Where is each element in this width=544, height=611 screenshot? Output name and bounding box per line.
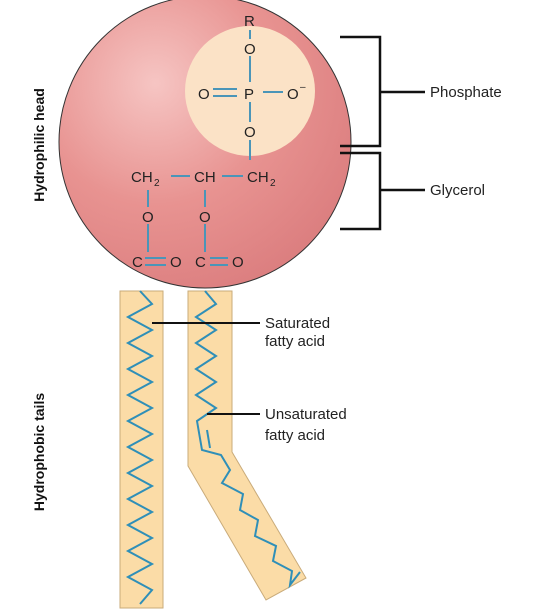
cis-double-bond: [206, 429, 211, 449]
phosphate-bracket: [340, 35, 425, 148]
negative-charge: –: [300, 82, 306, 93]
saturated-chain: [125, 290, 155, 605]
atom-o-minus: O: [287, 86, 299, 103]
atom-ch2-left: CH: [131, 169, 153, 186]
unsaturated-label-line2: fatty acid: [265, 427, 325, 444]
saturated-label-line2: fatty acid: [265, 333, 325, 350]
atom-o-ester-right: O: [199, 209, 211, 226]
unsaturated-tail-box: [187, 290, 307, 601]
atom-o-carbonyl-left: O: [170, 254, 182, 271]
saturated-label-line1: Saturated: [265, 315, 330, 332]
atom-o-double: O: [198, 86, 210, 103]
unsaturated-chain: [194, 290, 301, 589]
atom-o-bottom: O: [244, 124, 256, 141]
ch2-left-subscript: 2: [154, 178, 160, 189]
atom-o-carbonyl-right: O: [232, 254, 244, 271]
atom-ch: CH: [194, 169, 216, 186]
atom-r: R: [244, 13, 255, 30]
hydrophobic-tails-label: Hydrophobic tails: [31, 393, 47, 511]
atom-ch2-right: CH: [247, 169, 269, 186]
atom-p: P: [244, 86, 254, 103]
atom-o-ester-left: O: [142, 209, 154, 226]
atom-c-right: C: [195, 254, 206, 271]
phosphate-group-circle: [185, 26, 315, 156]
unsaturated-label-line1: Unsaturated: [265, 406, 347, 423]
glycerol-label: Glycerol: [430, 182, 485, 199]
atom-c-left: C: [132, 254, 143, 271]
saturated-tail-box: [119, 290, 164, 609]
atom-o-top: O: [244, 41, 256, 58]
ch2-right-subscript: 2: [270, 178, 276, 189]
phosphate-label: Phosphate: [430, 84, 502, 101]
hydrophilic-head-label: Hydrophilic head: [31, 88, 47, 202]
glycerol-bracket: [340, 151, 425, 231]
